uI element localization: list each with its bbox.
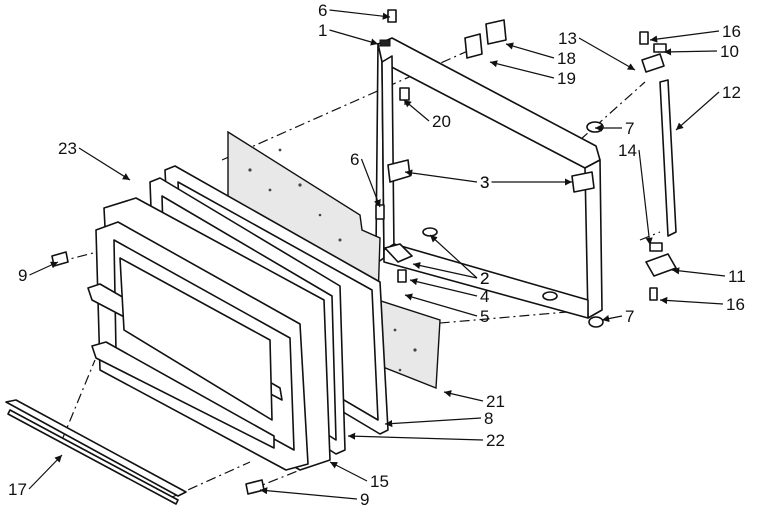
callout-label-c6b: 6 (350, 150, 359, 169)
callout-label-c20: 20 (432, 112, 451, 131)
callout-leader-c23 (78, 147, 131, 181)
callout-leader-c5 (404, 293, 478, 317)
callout-leader-c16b (659, 296, 724, 305)
callout-leader-c4 (409, 278, 478, 297)
callout-leader-c12 (675, 91, 720, 131)
callout-leader-c19 (489, 60, 555, 79)
brackets (384, 159, 595, 301)
callout-label-c18: 18 (557, 49, 576, 68)
callout-leader-c15 (329, 461, 368, 482)
callout-label-c2b: 2 (480, 269, 489, 288)
callout-layer: 1223345667789910111213141516161718192021… (8, 1, 746, 509)
callout-leader-c16a (649, 30, 720, 43)
callout-leader-c10 (663, 48, 718, 56)
callout-leader-c3 (404, 169, 478, 183)
callout-label-c6a: 6 (318, 1, 327, 20)
callout-label-c4: 4 (480, 287, 489, 306)
callout-label-c7b: 7 (625, 307, 634, 326)
callout-label-c19: 19 (557, 69, 576, 88)
callout-label-c22: 22 (486, 431, 505, 450)
callout-leader-c14 (638, 149, 653, 246)
callout-label-c9a: 9 (18, 266, 27, 285)
callout-leader-c6b (360, 158, 381, 208)
callout-label-c3: 3 (480, 173, 489, 192)
callout-leader-c2 (412, 262, 478, 279)
callout-leader-c9a (29, 261, 59, 276)
callout-label-c1: 1 (318, 21, 327, 40)
trim-strip (5, 399, 187, 505)
callout-leader-c17 (28, 454, 63, 490)
callout-leader-c20 (403, 99, 430, 122)
hinge-parts-right (639, 31, 677, 301)
small-parts (375, 9, 604, 328)
callout-leader-c7b (601, 315, 623, 323)
callout-leader-c13 (578, 37, 636, 71)
callout-label-c9b: 9 (360, 490, 369, 509)
callout-label-c8: 8 (484, 409, 493, 428)
callout-label-c14: 14 (618, 141, 637, 160)
callout-label-c5: 5 (480, 307, 489, 326)
callout-label-c16b: 16 (726, 295, 745, 314)
callout-label-c13: 13 (558, 29, 577, 48)
callout-leader-c6a (329, 9, 391, 20)
callout-leader-c11 (671, 267, 726, 277)
callout-label-c16a: 16 (722, 22, 741, 41)
callout-label-c3b: 3 (480, 173, 489, 192)
callout-leader-c8 (384, 417, 482, 428)
callout-leader-c9b (259, 487, 358, 500)
callout-leader-c18 (505, 42, 555, 59)
callout-label-c21: 21 (486, 392, 505, 411)
callout-leader-c1 (329, 29, 379, 46)
door-liner (87, 197, 331, 471)
callout-label-c10: 10 (720, 42, 739, 61)
callout-label-c17: 17 (8, 480, 27, 499)
callout-leader-c21 (443, 390, 484, 402)
callout-label-c23: 23 (58, 139, 77, 158)
callout-label-c12: 12 (722, 83, 741, 102)
hinge-frame (375, 37, 603, 319)
callout-label-c15: 15 (370, 472, 389, 491)
callout-leader-c22 (347, 432, 484, 441)
callout-leader-c2b (429, 234, 478, 279)
callout-label-c11: 11 (728, 267, 746, 286)
callout-label-c7a: 7 (625, 119, 634, 138)
callout-label-c2: 2 (480, 269, 489, 288)
